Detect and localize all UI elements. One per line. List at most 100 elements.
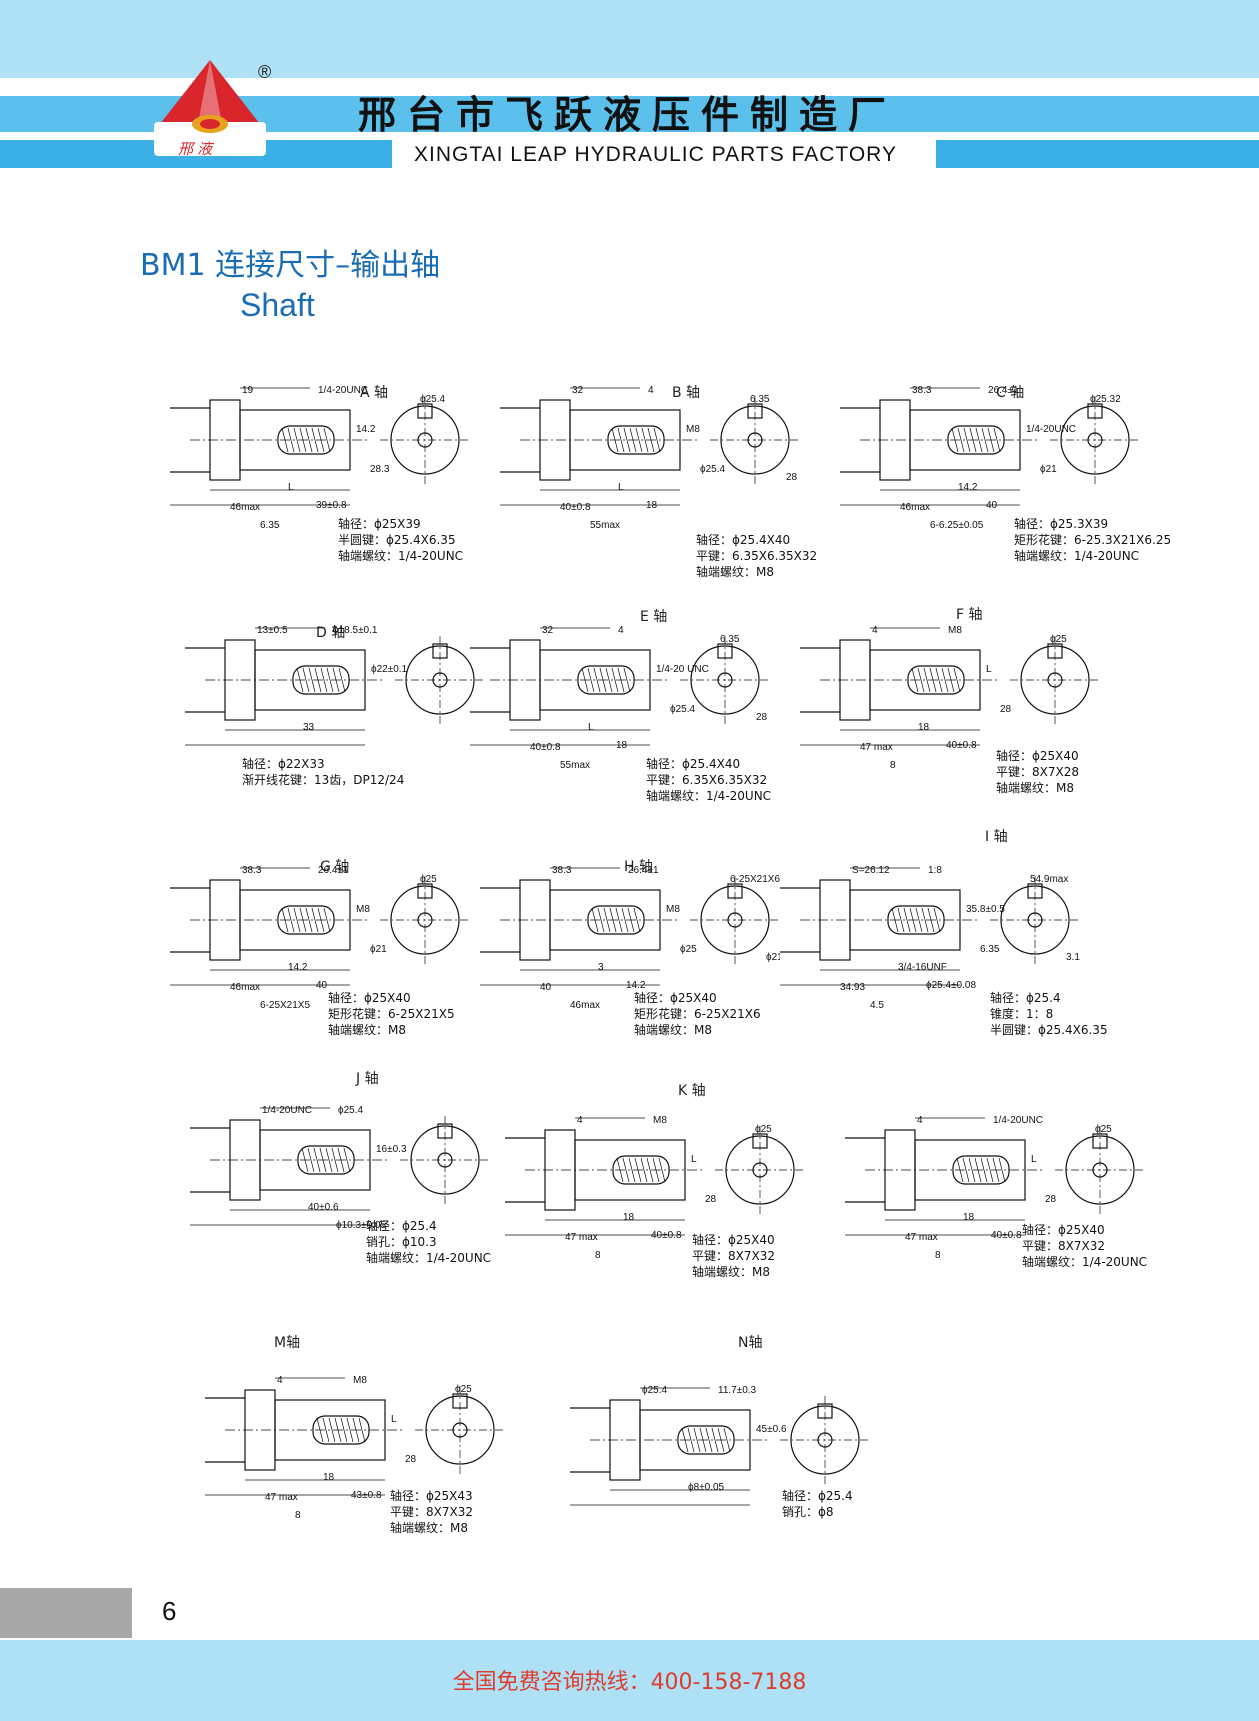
spec-line: 平键：8X7X28 bbox=[996, 765, 1079, 779]
spec-line: 轴端螺纹：1/4-20UNC bbox=[646, 789, 772, 803]
spec-line: 渐开线花键：13齿，DP12/24 bbox=[242, 773, 405, 787]
dimension-label: 19 bbox=[242, 385, 254, 396]
dimension-label: 6-25X21X6 bbox=[730, 874, 780, 885]
dimension-label: 43±0.8 bbox=[351, 1490, 382, 1501]
dimension-label: 32 bbox=[542, 625, 554, 636]
spec-line: 半圆键：ϕ25.4X6.35 bbox=[990, 1023, 1108, 1037]
dimension-label: 8 bbox=[935, 1250, 941, 1260]
dimension-label: ϕ25 bbox=[455, 1384, 472, 1395]
dimension-label: 46max bbox=[900, 502, 930, 513]
dimension-label: ϕ25.4 bbox=[642, 1385, 668, 1396]
dimension-label: 47 max bbox=[860, 742, 893, 753]
spec-line: 矩形花键：6-25X21X5 bbox=[328, 1007, 455, 1021]
dimension-label: 8 bbox=[595, 1250, 601, 1260]
spec-line: 平键：8X7X32 bbox=[692, 1249, 775, 1263]
dimension-label: 46max bbox=[230, 502, 260, 513]
shaft-label-a: A 轴 bbox=[360, 385, 389, 401]
spec-line: 轴径：ϕ25X40 bbox=[328, 991, 411, 1005]
spec-line: 销孔：ϕ8 bbox=[782, 1505, 834, 1519]
dimension-label: ϕ8±0.05 bbox=[688, 1482, 725, 1493]
dimension-label: 46max bbox=[570, 1000, 600, 1010]
dimension-label: 40±0.6 bbox=[308, 1202, 339, 1213]
page-number: 6 bbox=[162, 1596, 177, 1626]
spec-line: 轴径：ϕ25X40 bbox=[1022, 1223, 1105, 1237]
dimension-label: L bbox=[588, 722, 594, 733]
dimension-label: 18 bbox=[323, 1472, 335, 1483]
dimension-label: ϕ21 bbox=[1040, 464, 1057, 475]
dimension-label: 40±0.8 bbox=[991, 1230, 1022, 1241]
shaft-label-b: B 轴 bbox=[672, 385, 701, 401]
spec-line: 轴径：ϕ25.4X40 bbox=[696, 533, 791, 547]
page-subtitle: Shaft bbox=[240, 287, 315, 323]
dimension-label: 40±0.8 bbox=[530, 742, 561, 753]
spec-line: 轴端螺纹：M8 bbox=[692, 1265, 770, 1279]
dimension-label: 14.2 bbox=[288, 962, 308, 973]
dimension-label: L bbox=[691, 1154, 697, 1165]
dimension-label: 33 bbox=[303, 722, 315, 733]
dimension-label: 4 bbox=[872, 625, 878, 636]
dimension-label: L bbox=[288, 482, 294, 493]
shaft-label-d: D 轴 bbox=[316, 625, 346, 641]
dimension-label: S=26.12 bbox=[852, 865, 890, 876]
company-name-en: XINGTAI LEAP HYDRAULIC PARTS FACTORY bbox=[414, 143, 897, 166]
dimension-label: 1/4-20UNC bbox=[318, 385, 368, 396]
dimension-label: 4 bbox=[917, 1115, 923, 1126]
shaft-specs-g: 轴径：ϕ25X40 矩形花键：6-25X21X5 轴端螺纹：M8 bbox=[328, 990, 455, 1038]
dimension-label: ϕ25.32 bbox=[1090, 394, 1121, 405]
dimension-label: 47 max bbox=[905, 1232, 938, 1243]
dimension-label: M8 bbox=[948, 625, 962, 636]
dimension-label: ϕ25 bbox=[1095, 1124, 1112, 1135]
spec-line: 轴端螺纹：M8 bbox=[328, 1023, 406, 1037]
dimension-label: 8 bbox=[890, 760, 896, 770]
dimension-label: 1/4-20UNC bbox=[993, 1115, 1043, 1126]
spec-line: 轴径：ϕ25.4 bbox=[782, 1489, 853, 1503]
dimension-label: 18 bbox=[616, 740, 628, 751]
dimension-label: 28.3 bbox=[370, 464, 390, 475]
dimension-label: ϕ25.4 bbox=[700, 464, 726, 475]
hotline: 全国免费咨询热线：400-158-7188 bbox=[452, 1670, 807, 1695]
shaft-label-n: N轴 bbox=[738, 1335, 763, 1351]
spec-line: 轴径：ϕ25X43 bbox=[390, 1489, 473, 1503]
dimension-label: 4 bbox=[618, 625, 624, 636]
dimension-label: 35.8±0.5 bbox=[966, 904, 1005, 915]
header-stripe bbox=[936, 140, 1259, 168]
dimension-label: L bbox=[391, 1414, 397, 1425]
spec-line: 轴径：ϕ25.4 bbox=[990, 991, 1061, 1005]
spec-line: 轴径：ϕ25X40 bbox=[996, 749, 1079, 763]
shaft-label-i: I 轴 bbox=[985, 829, 1008, 845]
dimension-label: 28 bbox=[786, 472, 798, 483]
spec-line: 轴端螺纹：1/4-20UNC bbox=[338, 549, 464, 563]
spec-line: 轴端螺纹：1/4-20UNC bbox=[1014, 549, 1140, 563]
dimension-label: ϕ22±0.1 bbox=[371, 664, 408, 675]
dimension-label: 3/4-16UNF bbox=[898, 962, 947, 973]
dimension-label: 26.4±1 bbox=[318, 865, 349, 876]
dimension-label: M8 bbox=[356, 904, 370, 915]
spec-line: 轴端螺纹：M8 bbox=[390, 1521, 468, 1535]
dimension-label: 28 bbox=[756, 712, 768, 723]
dimension-label: 18 bbox=[623, 1212, 635, 1223]
dimension-label: 38.3 bbox=[242, 865, 262, 876]
dimension-label: M8 bbox=[686, 424, 700, 435]
dimension-label: 11.7±0.3 bbox=[718, 1385, 757, 1396]
dimension-label: ϕ25.4 bbox=[670, 704, 696, 715]
dimension-label: L bbox=[618, 482, 624, 493]
dimension-label: 14.2 bbox=[356, 424, 376, 435]
dimension-label: 26.4±1 bbox=[628, 865, 659, 876]
shaft-label-f: F 轴 bbox=[956, 607, 983, 623]
